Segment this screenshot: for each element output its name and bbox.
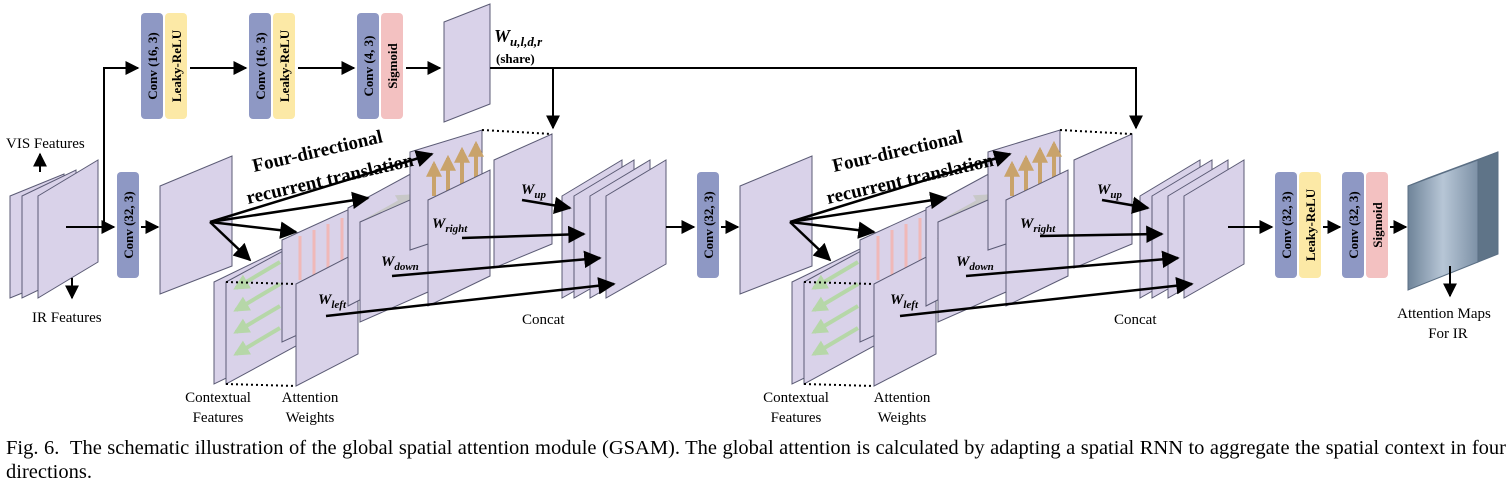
w-right-label: Wright — [1020, 216, 1056, 235]
concat-label: Concat — [522, 312, 565, 328]
ir-features-label: IR Features — [32, 310, 102, 326]
figure-caption: Fig. 6. The schematic illustration of th… — [6, 436, 1506, 484]
top-conv4-sigmoid: Conv (4, 3) Sigmoid — [357, 13, 403, 119]
shared-weight-map — [443, 3, 491, 123]
svg-text:Features: Features — [771, 410, 822, 426]
gsam-diagram: VIS Features IR Features Conv (16, 3) Le… — [6, 3, 1499, 426]
stage-1: Conv (32, 3) — [117, 126, 667, 426]
svg-text:Conv (32, 3): Conv (32, 3) — [121, 191, 136, 259]
conv32-block: Conv (32, 3) — [697, 172, 719, 278]
svg-text:Leaky-ReLU: Leaky-ReLU — [1303, 188, 1318, 261]
svg-text:Leaky-ReLU: Leaky-ReLU — [169, 29, 184, 102]
contextual-label: Contextual — [763, 390, 829, 406]
w-down-label: Wdown — [381, 254, 419, 273]
attention-map-output — [1407, 151, 1499, 291]
svg-text:Sigmoid: Sigmoid — [385, 42, 400, 88]
svg-text:Sigmoid: Sigmoid — [1370, 201, 1385, 247]
concat-stack — [561, 159, 667, 299]
w-right-label: Wright — [432, 216, 468, 235]
caption-prefix: Fig. 6. — [6, 437, 60, 459]
svg-text:Features: Features — [193, 410, 244, 426]
top-conv16-a: Conv (16, 3) Leaky-ReLU — [141, 13, 187, 119]
w-down-label: Wdown — [956, 254, 994, 273]
concat-stack — [1139, 159, 1245, 299]
share-label: (share) — [496, 51, 535, 66]
svg-text:For IR: For IR — [1428, 326, 1468, 342]
output-conv32-sigmoid: Conv (32, 3) Sigmoid — [1342, 172, 1388, 278]
svg-text:Leaky-ReLU: Leaky-ReLU — [277, 29, 292, 102]
concat-label: Concat — [1114, 312, 1157, 328]
w-left-label: Wleft — [890, 292, 919, 311]
svg-text:Conv (32, 3): Conv (32, 3) — [701, 191, 716, 259]
feature-map — [739, 155, 813, 295]
feature-map — [159, 155, 233, 295]
attention-weights-label: Attention — [282, 390, 339, 406]
attention-weights-label: Attention — [874, 390, 931, 406]
svg-text:Weights: Weights — [878, 410, 927, 426]
output-conv32-relu: Conv (32, 3) Leaky-ReLU — [1275, 172, 1321, 278]
w-up-label: Wup — [1097, 182, 1122, 201]
attention-maps-label: Attention Maps — [1397, 306, 1491, 322]
w-share-label: Wu,l,d,r — [494, 26, 543, 49]
svg-text:Conv (16, 3): Conv (16, 3) — [253, 32, 268, 100]
svg-text:Conv (16, 3): Conv (16, 3) — [145, 32, 160, 100]
svg-text:Conv (32, 3): Conv (32, 3) — [1346, 191, 1361, 259]
share-line — [490, 67, 1143, 130]
w-left-label: Wleft — [318, 292, 347, 311]
input-feature-stack — [9, 159, 99, 299]
caption-text: The schematic illustration of the global… — [6, 437, 1506, 483]
svg-text:Conv (4, 3): Conv (4, 3) — [361, 35, 376, 96]
svg-text:Conv (32, 3): Conv (32, 3) — [1279, 191, 1294, 259]
svg-text:Weights: Weights — [286, 410, 335, 426]
stage-2: Conv (32, 3) — [697, 126, 1245, 426]
w-up-label: Wup — [521, 182, 546, 201]
conv32-block: Conv (32, 3) — [117, 172, 139, 278]
branch-arrow — [103, 61, 140, 227]
contextual-label: Contextual — [185, 390, 251, 406]
top-conv16-b: Conv (16, 3) Leaky-ReLU — [249, 13, 295, 119]
vis-features-label: VIS Features — [6, 136, 85, 152]
